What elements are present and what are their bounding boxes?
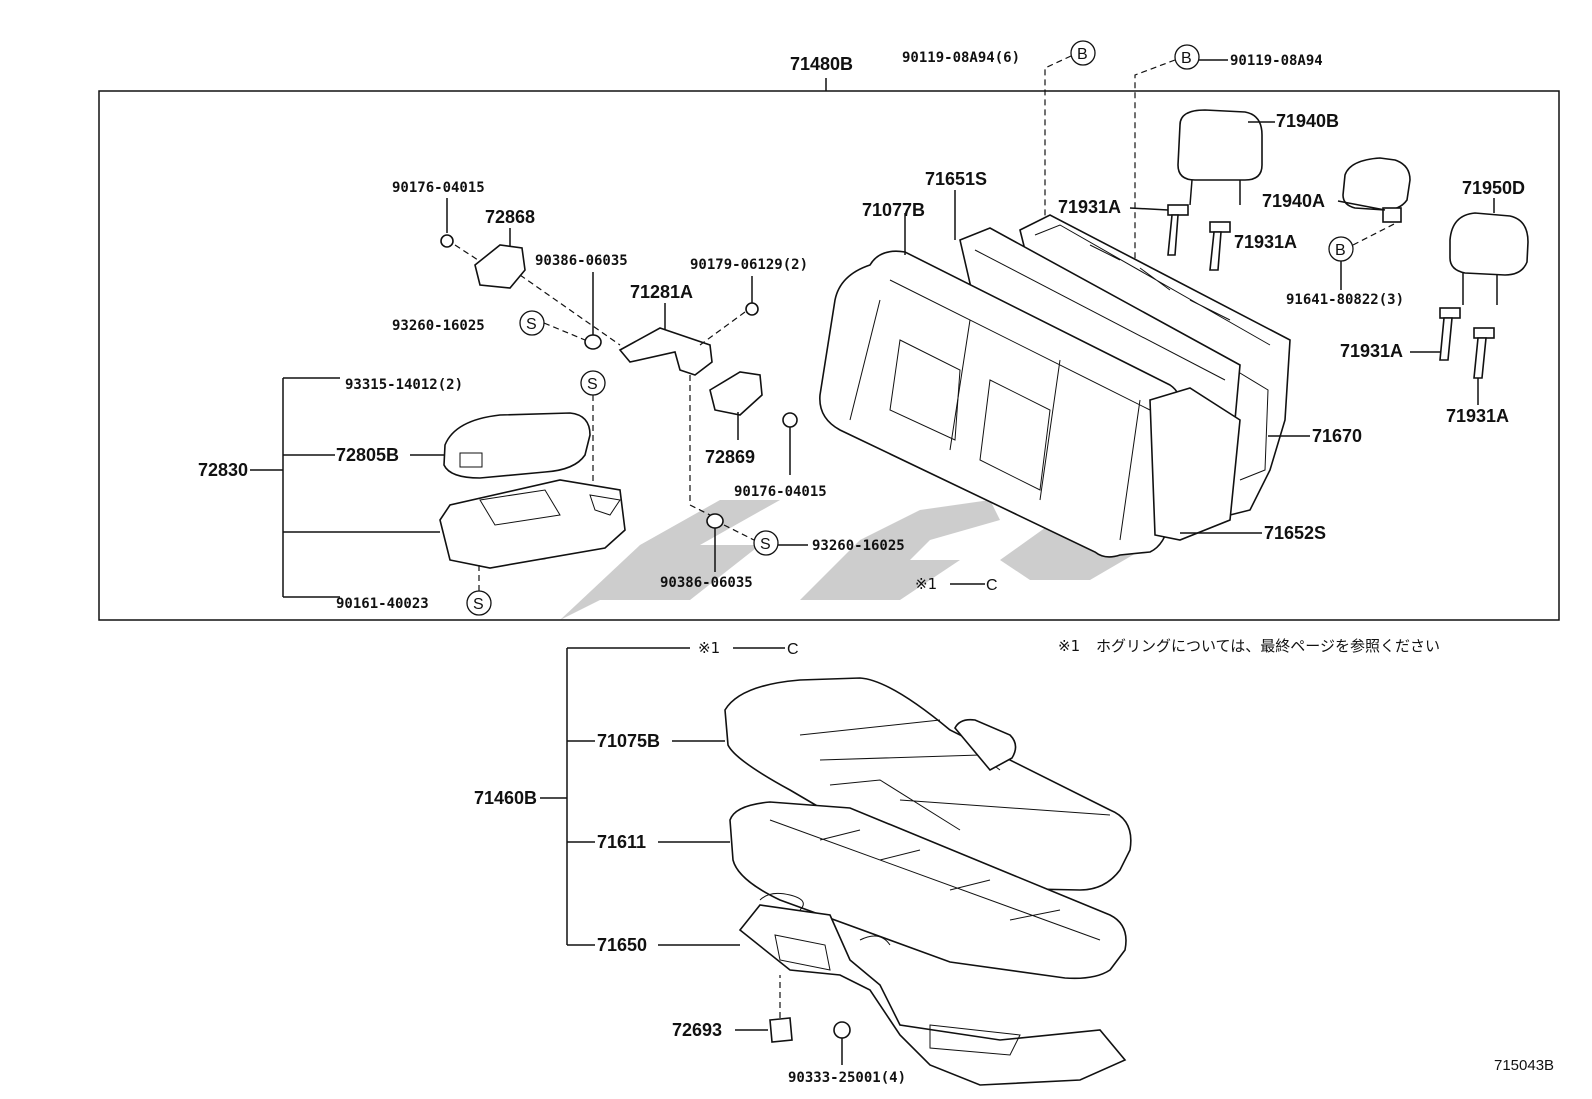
dash-71281A-b — [699, 311, 746, 346]
dash-s1 — [543, 322, 586, 341]
label-93315-14012-2[interactable]: 93315-14012(2) — [345, 377, 463, 393]
label-90176-04015-a[interactable]: 90176-04015 — [392, 180, 485, 196]
label-90386-06035-a[interactable]: 90386-06035 — [535, 253, 628, 269]
note-marker-text: ※1 — [1058, 637, 1080, 655]
leader-71940A — [1337, 200, 1386, 211]
nut-90179-06129 — [745, 302, 759, 316]
label-72830[interactable]: 72830 — [198, 460, 248, 480]
support-71931A-4 — [1473, 327, 1495, 379]
dash-72869 — [689, 375, 711, 516]
label-71940A[interactable]: 71940A — [1262, 191, 1325, 211]
label-72805B[interactable]: 72805B — [336, 445, 399, 465]
dash-71281A-a — [519, 274, 621, 346]
svg-text:S: S — [473, 596, 484, 613]
svg-text:S: S — [587, 376, 598, 393]
seat-pad-71611 — [729, 801, 1127, 980]
label-90176-04015-b[interactable]: 90176-04015 — [734, 484, 827, 500]
support-71931A-3 — [1439, 307, 1461, 361]
label-71075B[interactable]: 71075B — [597, 731, 660, 751]
label-71931A-1[interactable]: 71931A — [1058, 197, 1121, 217]
dash-s4 — [723, 524, 755, 541]
nut-90176-04015-b — [782, 412, 798, 428]
circle-b-marker-2: B — [1174, 44, 1200, 70]
label-71480B[interactable]: 71480B — [790, 54, 853, 74]
label-71940B[interactable]: 71940B — [1276, 111, 1339, 131]
label-71950D[interactable]: 71950D — [1462, 178, 1525, 198]
hog-ring-c-frame: C — [986, 577, 998, 594]
assembly-frame — [98, 90, 1560, 621]
label-91641-80822-3[interactable]: 91641-80822(3) — [1286, 292, 1404, 308]
seat-cover-71075B — [724, 677, 1132, 891]
seatback-pad-71652S — [1149, 387, 1241, 541]
hook-72693 — [769, 1017, 793, 1043]
circle-b-marker-1: B — [1070, 40, 1096, 66]
hinge-71281A — [618, 327, 713, 376]
note-marker-frame: ※1 — [915, 575, 937, 593]
label-90119-08A94-6[interactable]: 90119-08A94(6) — [902, 50, 1020, 66]
bracket-72869 — [709, 371, 763, 416]
label-71931A-3[interactable]: 71931A — [1340, 341, 1403, 361]
figure-code: 715043B — [1494, 1057, 1554, 1074]
circle-s-marker-3: S — [466, 590, 492, 616]
label-71651S[interactable]: 71651S — [925, 169, 987, 189]
circle-s-marker-1: S — [519, 310, 545, 336]
svg-text:B: B — [1335, 242, 1346, 259]
lid-latch — [459, 452, 483, 468]
note-marker-lower: ※1 — [698, 639, 720, 657]
label-72869[interactable]: 72869 — [705, 447, 755, 467]
seatback-cover-71077B — [819, 250, 1183, 558]
dash-72868-a — [454, 244, 479, 261]
leader-71931A-1 — [1129, 207, 1169, 211]
bracket-71460B — [566, 647, 690, 946]
label-93260-16025-a[interactable]: 93260-16025 — [392, 318, 485, 334]
leader-b2 — [1134, 59, 1176, 290]
label-72693[interactable]: 72693 — [672, 1020, 722, 1040]
nut-90176-04015-a — [440, 234, 454, 248]
circle-b-marker-3: B — [1328, 236, 1354, 262]
headrest-71940B — [1177, 109, 1263, 206]
label-90161-40023[interactable]: 90161-40023 — [336, 596, 429, 612]
label-90179-06129-2[interactable]: 90179-06129(2) — [690, 257, 808, 273]
label-71652S[interactable]: 71652S — [1264, 523, 1326, 543]
label-90386-06035-b[interactable]: 90386-06035 — [660, 575, 753, 591]
label-71650[interactable]: 71650 — [597, 935, 647, 955]
bracket-72830 — [282, 377, 440, 598]
cushion-90386-06035-b — [706, 513, 724, 529]
armrest-lid-72805B — [443, 412, 591, 479]
label-71670[interactable]: 71670 — [1312, 426, 1362, 446]
bracket-72868 — [474, 244, 526, 289]
label-90333-25001-4[interactable]: 90333-25001(4) — [788, 1070, 906, 1086]
hog-ring-c-lower: C — [787, 641, 799, 658]
cushion-90386-06035-a — [584, 334, 602, 350]
support-71931A-1 — [1167, 204, 1189, 256]
label-71611[interactable]: 71611 — [597, 832, 646, 852]
label-71077B[interactable]: 71077B — [862, 200, 925, 220]
hog-ring-note: ホグリングについては、最終ページを参照ください — [1096, 637, 1440, 655]
svg-text:B: B — [1181, 50, 1192, 67]
circle-s-marker-2: S — [580, 370, 606, 396]
svg-text:S: S — [526, 316, 537, 333]
label-93260-16025-b[interactable]: 93260-16025 — [812, 538, 905, 554]
label-71931A-2[interactable]: 71931A — [1234, 232, 1297, 252]
label-90119-08A94[interactable]: 90119-08A94 — [1230, 53, 1323, 69]
label-71931A-4[interactable]: 71931A — [1446, 406, 1509, 426]
support-71931A-2 — [1209, 221, 1231, 271]
headrest-71940A — [1342, 157, 1411, 223]
label-71281A[interactable]: 71281A — [630, 282, 693, 302]
armrest-body-72830 — [439, 479, 626, 569]
svg-text:B: B — [1077, 46, 1088, 63]
circle-s-marker-4: S — [753, 530, 779, 556]
cushion-90333-25001 — [833, 1021, 851, 1039]
label-72868[interactable]: 72868 — [485, 207, 535, 227]
svg-text:S: S — [760, 536, 771, 553]
headrest-71950D — [1449, 212, 1529, 305]
label-71460B[interactable]: 71460B — [474, 788, 537, 808]
seat-frame-71650 — [738, 892, 1127, 1086]
leader-b3 — [1352, 221, 1399, 246]
